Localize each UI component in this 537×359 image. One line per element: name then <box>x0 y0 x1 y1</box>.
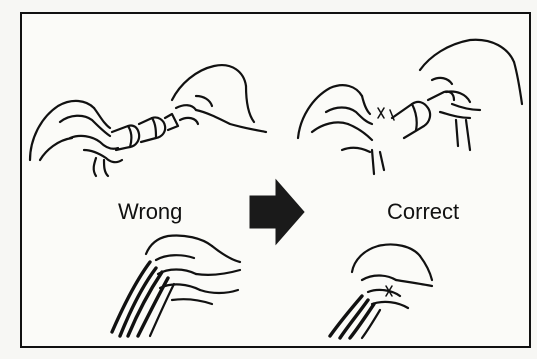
correct-label: Correct <box>387 199 459 225</box>
wrong-connection-illustration <box>30 65 266 176</box>
arrow-right-icon <box>250 180 304 244</box>
correct-connection-illustration <box>298 40 522 174</box>
wrong-grip-illustration <box>112 235 240 336</box>
wrong-label: Wrong <box>118 199 182 225</box>
correct-grip-illustration <box>330 244 432 338</box>
